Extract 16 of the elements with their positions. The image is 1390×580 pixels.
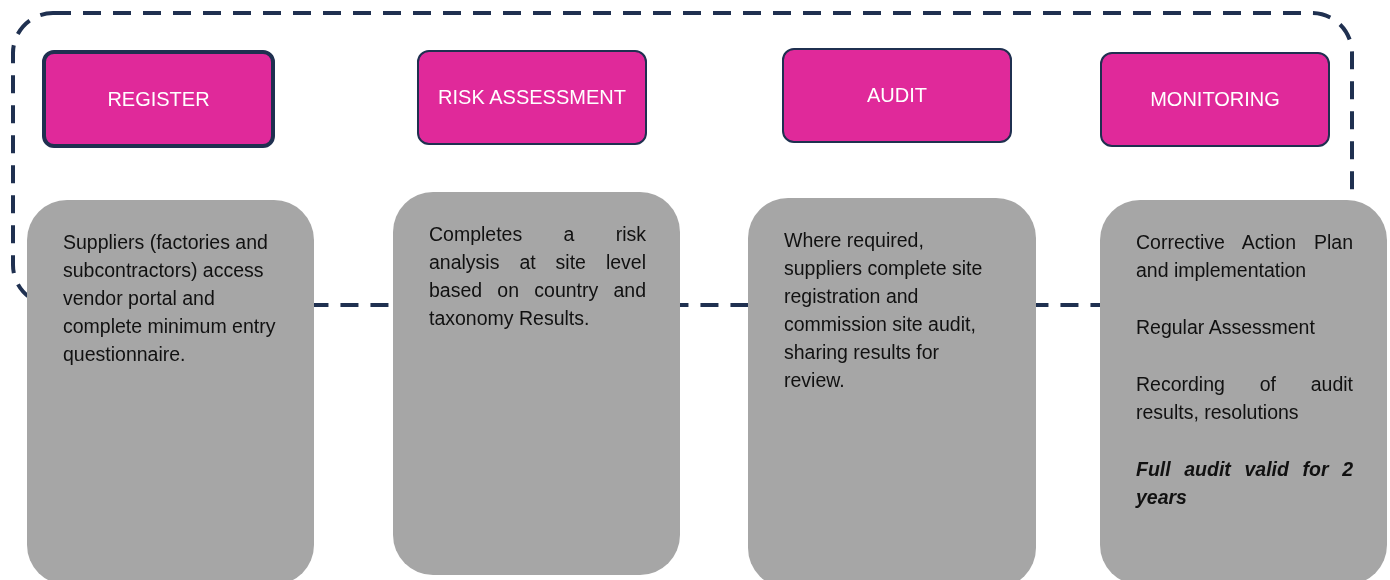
step-header: AUDIT — [782, 48, 1012, 143]
description-text: Full audit valid for 2 years — [1136, 457, 1353, 510]
description-text: Completes a risk analysis at site level based on country and taxonomy Results. — [429, 222, 646, 331]
description-text: Regular Assessment — [1136, 315, 1316, 340]
step-header: REGISTER — [42, 50, 275, 148]
description-card — [27, 200, 314, 580]
description-text: Where required, suppliers complete site registration and commission site audit, sharing results for review. — [784, 228, 984, 393]
step-header: RISK ASSESSMENT — [417, 50, 647, 145]
description-text: Suppliers (factories and subcontractors) access vendor portal and complete minimum entry questionnaire. — [63, 230, 277, 367]
description-card — [1100, 200, 1387, 580]
description-text: Corrective Action Plan and implementation — [1136, 230, 1353, 283]
description-card — [393, 192, 680, 575]
description-text: Recording of audit results, resolutions — [1136, 372, 1353, 425]
dashed-outline — [10, 10, 1355, 308]
description-card — [748, 198, 1036, 580]
step-header: MONITORING — [1100, 52, 1330, 147]
